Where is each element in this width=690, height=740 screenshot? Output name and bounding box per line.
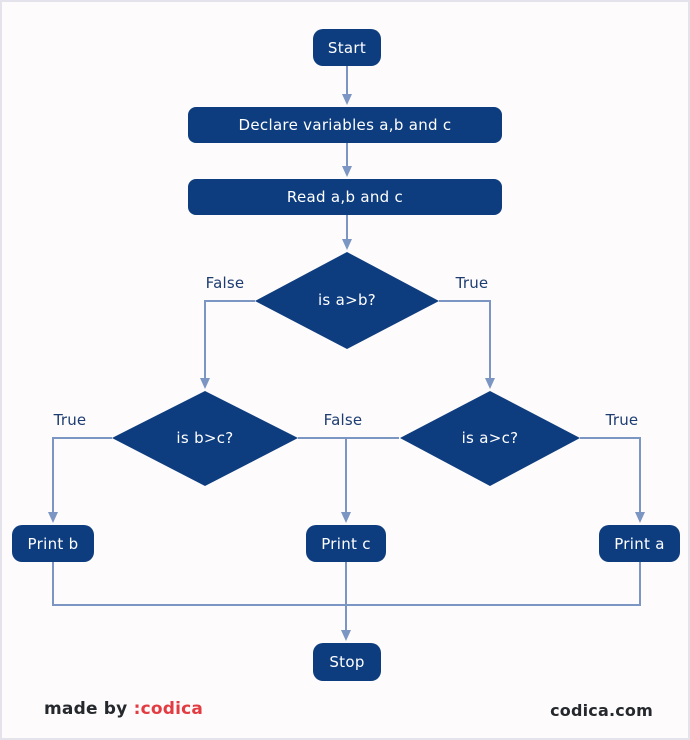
- node-print-c: Print c: [306, 525, 386, 562]
- decision-label-a-gt-b: is a>b?: [317, 291, 377, 309]
- decision-label-b-gt-c: is b>c?: [176, 429, 234, 447]
- decision-diamond-a-gt-c: [400, 391, 580, 486]
- made-by-text: made by: [44, 699, 128, 719]
- node-stop: Stop: [313, 643, 381, 681]
- node-print-b: Print b: [12, 525, 94, 562]
- connector-cond1-false-branch: [200, 300, 255, 389]
- branch-label-false-cond1: False: [205, 274, 245, 292]
- branch-label-true-cond1: True: [455, 274, 489, 292]
- branch-label-true-cond2: True: [53, 411, 87, 429]
- credit-line: made by :codica: [44, 699, 203, 719]
- connector-cond2-true-branch: [48, 437, 112, 523]
- decision-diamond-b-gt-c: [112, 391, 298, 486]
- node-declare: Declare variables a,b and c: [188, 107, 502, 143]
- connector-cond1-true-branch: [439, 300, 495, 389]
- decision-diamond-a-gt-b: [255, 252, 439, 349]
- website-text: codica.com: [550, 701, 653, 720]
- codica-logo: :codica: [133, 699, 204, 719]
- branch-label-true-cond3: True: [605, 411, 639, 429]
- connector-cond3-true-branch: [580, 437, 645, 523]
- node-print-a: Print a: [599, 525, 680, 562]
- decision-label-a-gt-c: is a>c?: [461, 429, 519, 447]
- branch-label-false-middle: False: [323, 411, 363, 429]
- node-start: Start: [313, 29, 381, 66]
- node-read: Read a,b and c: [188, 179, 502, 215]
